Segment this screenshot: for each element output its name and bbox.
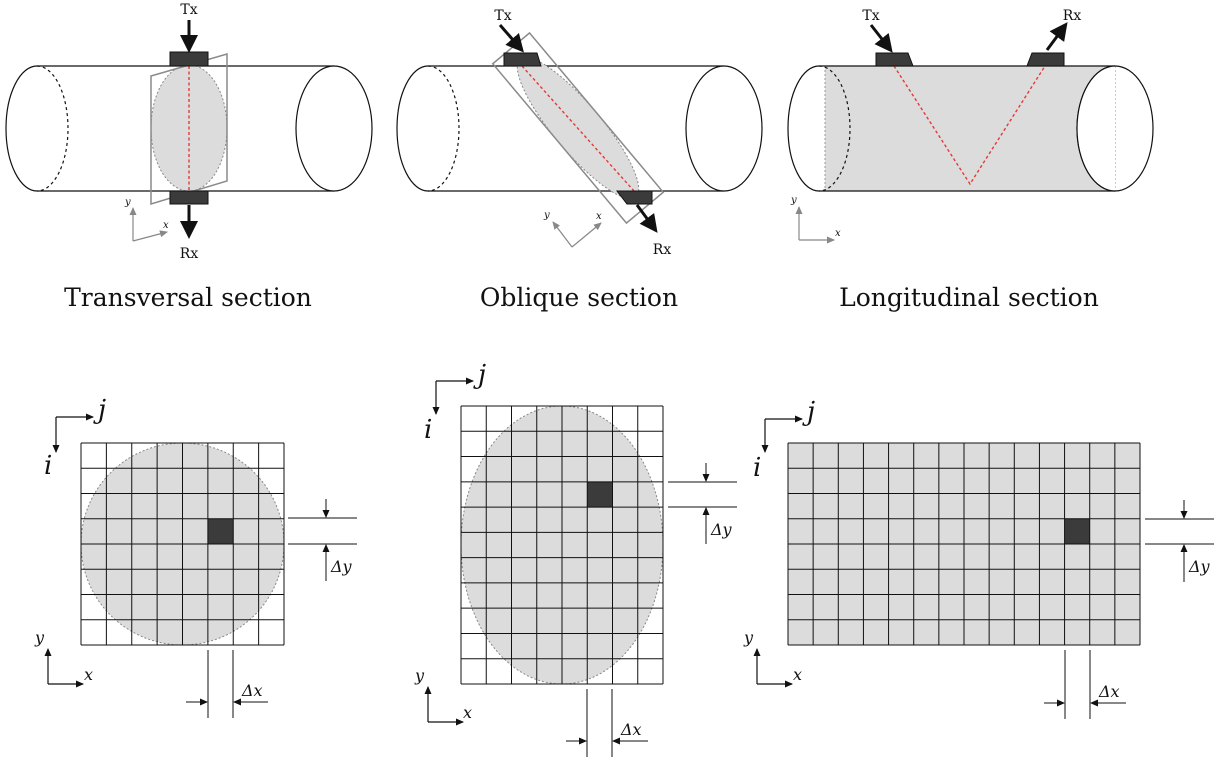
tx-label: Tx bbox=[494, 8, 511, 24]
axis-x-label: x bbox=[596, 211, 602, 222]
delta-x-dimension: Δx bbox=[186, 650, 268, 718]
tx-transducer bbox=[875, 52, 914, 67]
caption: Longitudinal section bbox=[839, 283, 1099, 312]
rx-transducer bbox=[1026, 52, 1065, 67]
rx-transducer bbox=[615, 190, 653, 205]
grid-lines bbox=[460, 405, 664, 685]
index-j-label: j bbox=[93, 395, 106, 425]
grid-highlight bbox=[207, 518, 234, 544]
tx-transducer bbox=[169, 51, 209, 67]
index-j-label: j bbox=[802, 397, 815, 427]
axis-y-label: y bbox=[790, 195, 797, 206]
highlighted-pixel bbox=[1064, 518, 1090, 544]
grid-lines bbox=[80, 442, 285, 646]
axes-icon: y x bbox=[790, 195, 841, 244]
pipe-body bbox=[787, 65, 1154, 192]
grid-highlight bbox=[1064, 518, 1090, 544]
grid-highlight bbox=[587, 481, 613, 508]
xy-axes: y x bbox=[743, 628, 802, 688]
index-i-label: i bbox=[424, 415, 432, 445]
delta-y-label: Δy bbox=[1188, 557, 1211, 576]
axis-x-label: x bbox=[463, 703, 472, 722]
axis-x-label: x bbox=[793, 665, 802, 684]
pixel-grid-oblique: i j y x Δy Δx bbox=[414, 360, 737, 757]
section-plane bbox=[825, 66, 1115, 191]
highlighted-pixel bbox=[207, 518, 234, 544]
index-i-label: i bbox=[753, 453, 761, 483]
delta-y-label: Δy bbox=[330, 557, 353, 576]
delta-y-dimension: Δy bbox=[288, 499, 357, 581]
rx-label: Rx bbox=[180, 246, 199, 262]
axis-y-label: y bbox=[743, 628, 754, 647]
oblique-section: Tx Rx y x Oblique section bbox=[396, 8, 763, 312]
caption: Oblique section bbox=[480, 283, 678, 312]
axis-y-label: y bbox=[414, 666, 425, 685]
transversal-section: Tx Rx y x Transversal section bbox=[5, 2, 373, 312]
pipe-body bbox=[5, 65, 373, 192]
axis-y-label: y bbox=[124, 197, 131, 208]
delta-y-label: Δy bbox=[710, 520, 733, 539]
axis-y-label: y bbox=[34, 628, 45, 647]
delta-x-dimension: Δx bbox=[566, 689, 648, 757]
xy-axes: y x bbox=[34, 628, 93, 688]
axis-x-label: x bbox=[163, 220, 169, 231]
rx-arrow bbox=[635, 204, 658, 233]
grid-lines bbox=[787, 442, 1141, 646]
pixel-grid-transversal: i j y x Δy Δx bbox=[34, 395, 357, 718]
tx-label: Tx bbox=[862, 8, 879, 24]
rx-label: Rx bbox=[1063, 8, 1082, 24]
caption: Transversal section bbox=[64, 283, 312, 312]
pixel-grid-longitudinal: i j y x Δy Δx bbox=[743, 397, 1214, 719]
rx-label: Rx bbox=[653, 242, 672, 258]
delta-y-dimension: Δy bbox=[668, 463, 737, 544]
delta-x-label: Δx bbox=[241, 681, 263, 700]
tx-arrow bbox=[869, 24, 893, 53]
tx-label: Tx bbox=[180, 2, 197, 18]
delta-x-dimension: Δx bbox=[1044, 650, 1126, 719]
axis-y-label: y bbox=[543, 210, 550, 221]
beam-path bbox=[893, 65, 1046, 186]
longitudinal-section: Tx Rx y x Longitudinal section bbox=[787, 8, 1154, 312]
xy-axes: y x bbox=[414, 666, 472, 726]
delta-x-label: Δx bbox=[1098, 682, 1120, 701]
axis-x-label: x bbox=[84, 665, 93, 684]
index-i-label: i bbox=[44, 451, 52, 481]
axes-icon: y x bbox=[543, 210, 602, 248]
axis-x-label: x bbox=[835, 228, 841, 239]
axes-icon: y x bbox=[124, 197, 169, 242]
rx-arrow bbox=[1045, 22, 1068, 51]
tx-arrow bbox=[498, 24, 524, 53]
delta-x-label: Δx bbox=[620, 720, 642, 739]
tx-transducer bbox=[503, 52, 542, 67]
delta-y-dimension: Δy bbox=[1145, 500, 1214, 582]
rx-transducer bbox=[169, 190, 209, 205]
index-j-label: j bbox=[473, 360, 486, 390]
highlighted-pixel bbox=[587, 481, 613, 508]
pipe-body bbox=[396, 65, 763, 192]
beam-path bbox=[521, 65, 635, 192]
